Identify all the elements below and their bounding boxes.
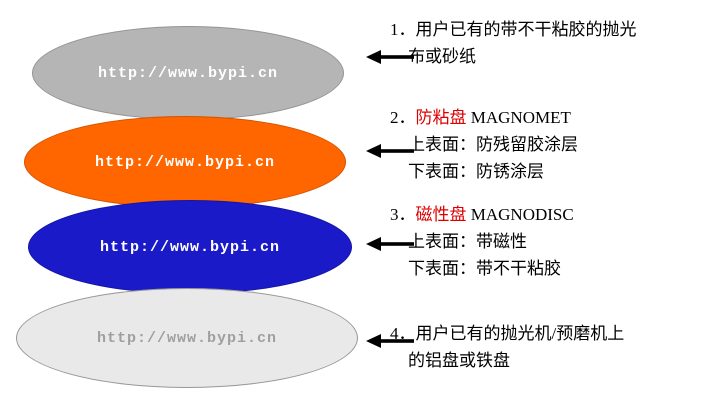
disc-url-text: http://www.bypi.cn (96, 329, 278, 347)
disc-url-text: http://www.bypi.cn (94, 153, 276, 171)
annotation-line: 下表面：防锈涂层 (408, 162, 544, 181)
annotation-magnomet: 2．防粘盘 MAGNOMET 上表面：防残留胶涂层 下表面：防锈涂层 (390, 104, 710, 185)
annotation-number: 4． (390, 324, 416, 343)
disc-magnomet-pad: http://www.bypi.cn (24, 116, 346, 208)
disc-url-text: http://www.bypi.cn (97, 64, 279, 82)
annotation-line: 2．防粘盘 MAGNOMET (390, 104, 710, 131)
disc-magnodisc: http://www.bypi.cn (28, 200, 352, 294)
disc-base-plate: http://www.bypi.cn (16, 288, 358, 388)
annotation-polishing-cloth: 1．用户已有的带不干粘胶的抛光 布或砂纸 (390, 16, 710, 70)
annotation-number: 3． (390, 205, 416, 224)
annotation-number: 1． (390, 20, 416, 39)
arrow-left-icon (366, 50, 414, 64)
annotation-line: 4．用户已有的抛光机/预磨机上 (390, 320, 710, 347)
annotation-text: 用户已有的带不干粘胶的抛光 (415, 20, 637, 39)
annotation-text: 用户已有的抛光机/预磨机上 (415, 324, 625, 343)
annotation-line: 下表面：带不干粘胶 (408, 259, 561, 278)
annotation-number: 2． (390, 108, 416, 127)
arrow-left-icon (366, 144, 414, 158)
annotation-line: 上表面：带磁性 (408, 232, 527, 251)
annotation-term: 磁性盘 (415, 205, 467, 224)
annotation-base-plate: 4．用户已有的抛光机/预磨机上 的铝盘或铁盘 (390, 320, 710, 374)
annotation-magnodisc: 3．磁性盘 MAGNODISC 上表面：带磁性 下表面：带不干粘胶 (390, 201, 710, 282)
annotation-line: 布或砂纸 (408, 47, 476, 66)
arrow-left-icon (366, 334, 414, 348)
annotation-line: 1．用户已有的带不干粘胶的抛光 (390, 16, 710, 43)
annotation-line: 3．磁性盘 MAGNODISC (390, 201, 710, 228)
annotation-line: 的铝盘或铁盘 (408, 351, 510, 370)
annotation-product-name: MAGNOMET (470, 108, 571, 127)
arrow-left-icon (366, 237, 414, 251)
disc-polishing-cloth: http://www.bypi.cn (32, 26, 344, 120)
annotation-line: 上表面：防残留胶涂层 (408, 135, 578, 154)
annotation-term: 防粘盘 (415, 108, 467, 127)
annotation-product-name: MAGNODISC (470, 205, 574, 224)
disc-url-text: http://www.bypi.cn (99, 238, 281, 256)
